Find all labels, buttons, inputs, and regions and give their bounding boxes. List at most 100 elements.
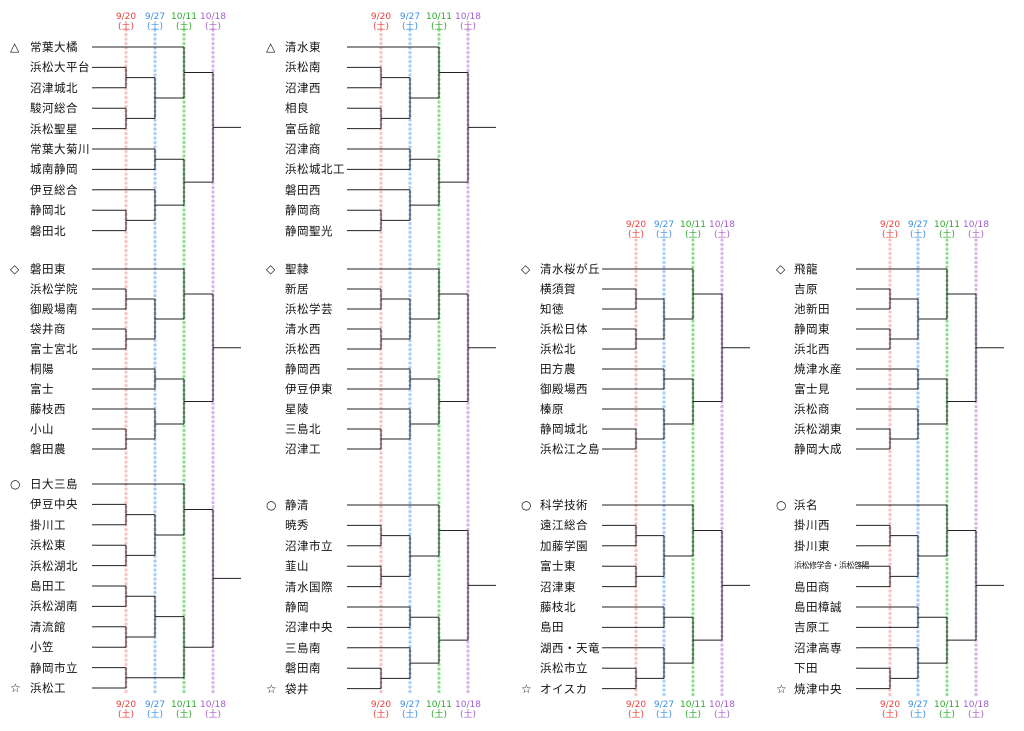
round-date-header: 10/11(土) <box>167 12 201 32</box>
team-name: 清水西 <box>285 322 321 336</box>
round-weekday: (土) <box>401 710 419 720</box>
round-date-header: 9/27(土) <box>647 700 681 720</box>
seed-mark: ○ <box>776 498 787 512</box>
team-name: 伊豆伊東 <box>285 382 333 396</box>
team-name: 掛川東 <box>794 538 830 553</box>
team-name: 静清 <box>285 498 309 512</box>
round-date: 9/20 <box>879 220 901 230</box>
round-date-header: 10/11(土) <box>422 700 456 720</box>
round-date-header: 9/20(土) <box>109 700 143 720</box>
team-name: 静岡城北 <box>540 422 588 436</box>
round-date-header: 10/18(土) <box>196 12 230 32</box>
team-name: 静岡市立 <box>30 660 78 675</box>
round-weekday: (土) <box>459 710 477 720</box>
round-date: 10/18 <box>200 700 226 710</box>
round-weekday: (土) <box>372 710 390 720</box>
team-name: 浜松南 <box>285 60 321 75</box>
round-date: 10/11 <box>426 12 452 22</box>
round-date-header: 9/27(土) <box>138 12 172 32</box>
team-name: 三島南 <box>285 640 321 655</box>
round-weekday: (土) <box>175 22 193 32</box>
team-name: 藤枝西 <box>30 402 66 416</box>
round-date-header: 9/20(土) <box>619 220 653 240</box>
round-weekday: (土) <box>372 22 390 32</box>
seed-mark: ☆ <box>521 681 532 696</box>
round-date: 10/18 <box>455 700 481 710</box>
team-name: 沼津東 <box>540 579 576 594</box>
round-date: 9/27 <box>653 700 675 710</box>
round-weekday: (土) <box>430 710 448 720</box>
round-date: 10/11 <box>426 700 452 710</box>
team-name: 科学技術 <box>540 498 588 512</box>
seed-mark: ○ <box>10 477 21 491</box>
team-name: 遠江総合 <box>540 518 588 533</box>
round-date: 10/18 <box>709 700 735 710</box>
team-name: 静岡大成 <box>794 442 842 456</box>
team-name: 沼津西 <box>285 80 321 95</box>
round-date-header: 10/18(土) <box>959 220 993 240</box>
team-name: 浜松大平台 <box>30 60 90 75</box>
team-name: 下田 <box>794 661 818 676</box>
round-date-header: 10/11(土) <box>676 700 710 720</box>
team-name: 静岡西 <box>285 362 321 376</box>
round-date-header: 10/18(土) <box>451 12 485 32</box>
team-name: 焼津水産 <box>794 362 842 376</box>
team-name: 磐田南 <box>285 661 321 676</box>
seed-mark: △ <box>266 40 276 54</box>
seed-mark: ◇ <box>521 262 531 276</box>
round-weekday: (土) <box>401 22 419 32</box>
team-name: 韮山 <box>285 559 309 574</box>
round-date-header: 10/18(土) <box>959 700 993 720</box>
team-name: 富士東 <box>540 559 576 574</box>
team-name: 焼津中央 <box>794 681 842 696</box>
round-date-header: 9/20(土) <box>109 12 143 32</box>
round-date: 10/18 <box>963 220 989 230</box>
team-name: 磐田西 <box>285 182 321 197</box>
round-date-header: 9/20(土) <box>873 700 907 720</box>
team-name: 三島北 <box>285 422 321 436</box>
team-name: 加藤学園 <box>540 538 588 553</box>
team-name: 清水桜が丘 <box>540 262 600 276</box>
team-name: 清流館 <box>30 619 66 634</box>
round-weekday: (土) <box>909 710 927 720</box>
round-weekday: (土) <box>146 22 164 32</box>
team-name: 飛龍 <box>794 262 818 276</box>
team-name: 吉原工 <box>794 620 830 635</box>
round-date: 10/18 <box>709 220 735 230</box>
team-name: 清水国際 <box>285 579 333 594</box>
team-name: 沼津商 <box>285 142 321 156</box>
team-name: 城南静岡 <box>30 162 78 177</box>
team-name: 伊豆総合 <box>30 182 78 197</box>
round-date: 9/20 <box>115 700 137 710</box>
team-name: 富岳館 <box>285 121 321 136</box>
round-date: 10/18 <box>200 12 226 22</box>
team-name: 浜北西 <box>794 342 830 356</box>
round-weekday: (土) <box>175 710 193 720</box>
team-name: 浜名 <box>794 498 818 512</box>
round-weekday: (土) <box>655 710 673 720</box>
round-date-header: 9/20(土) <box>619 700 653 720</box>
team-name: 浜松学芸 <box>285 302 333 316</box>
team-name: 島田商 <box>794 579 830 594</box>
team-name: 吉原 <box>794 282 818 296</box>
round-date: 10/11 <box>934 700 960 710</box>
round-weekday: (土) <box>204 710 222 720</box>
team-name: 沼津高専 <box>794 640 842 655</box>
team-name: 浜松城北工 <box>285 162 345 177</box>
team-name: 沼津城北 <box>30 80 78 95</box>
seed-mark: ☆ <box>776 681 787 696</box>
team-name: 沼津市立 <box>285 538 333 553</box>
round-weekday: (土) <box>881 230 899 240</box>
team-name: 富士宮北 <box>30 342 78 356</box>
round-date-header: 9/20(土) <box>873 220 907 240</box>
team-name: 浜松修学舎・浜松啓陽 <box>794 561 870 571</box>
round-weekday: (土) <box>713 230 731 240</box>
seed-mark: ○ <box>521 498 532 512</box>
team-name: 浜松日体 <box>540 322 588 336</box>
team-name: 島田工 <box>30 579 66 593</box>
team-name: 湖西・天竜 <box>540 640 600 655</box>
team-name: 新居 <box>285 282 309 296</box>
round-date: 9/20 <box>370 700 392 710</box>
round-date: 9/20 <box>625 220 647 230</box>
